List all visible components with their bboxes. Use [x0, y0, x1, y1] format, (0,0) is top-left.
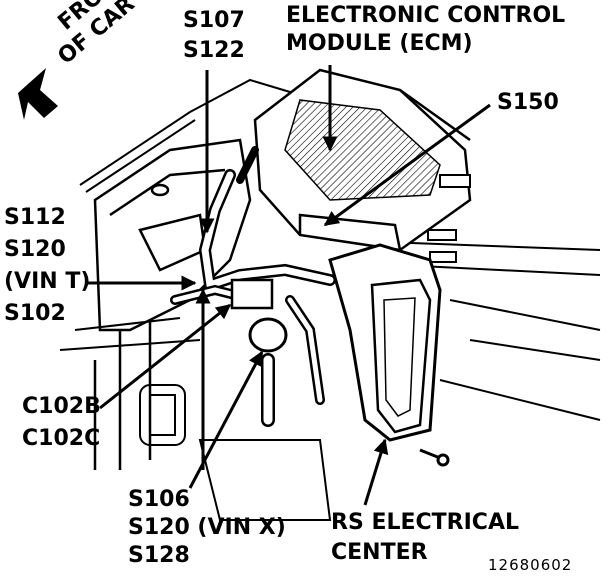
s107-label: S107 [183, 8, 245, 33]
leader-arrows [88, 65, 491, 506]
rs-label-line-1: RS ELECTRICAL [331, 510, 519, 535]
ecm-label-line-2: MODULE (ECM) [286, 31, 473, 56]
s128-label: S128 [128, 543, 190, 568]
arrow-rs-center [363, 438, 389, 506]
c102-label-group: C102B C102C [22, 396, 101, 450]
s102-label: S102 [4, 301, 66, 326]
arrow-s106 [188, 350, 264, 489]
arrow-s150 [323, 103, 491, 227]
s112-label-group: S112 S120 (VIN T) S102 [4, 207, 90, 325]
vin-t-label: (VIN T) [4, 269, 91, 294]
s120-vin-x-label: S120 (VIN X) [128, 515, 286, 540]
s122-label: S122 [183, 38, 245, 63]
s106-label: S106 [128, 487, 190, 512]
s150-label: S150 [497, 90, 559, 115]
s107-label-group: S107 S122 [183, 10, 245, 62]
rs-electrical-center-label: RS ELECTRICAL CENTER [331, 512, 519, 564]
wiring-harness [170, 146, 336, 427]
rs-label-line-2: CENTER [331, 540, 428, 565]
front-of-car-arrow-icon [18, 68, 58, 120]
s112-label: S112 [4, 205, 66, 230]
strut-tower [93, 138, 252, 470]
ecm-label: ELECTRONIC CONTROL MODULE (ECM) [286, 5, 565, 55]
figure-number: 12680602 [488, 556, 573, 574]
arrow-c102 [99, 303, 232, 410]
c102c-label: C102C [22, 426, 101, 451]
c102b-label: C102B [22, 394, 101, 419]
s120-label: S120 [4, 237, 66, 262]
ecm-label-line-1: ELECTRONIC CONTROL [286, 3, 566, 28]
rs-electrical-center [328, 243, 450, 467]
lower-component [139, 384, 332, 521]
ecm-module [253, 68, 472, 263]
s106-label-group: S106 S120 (VIN X) S128 [128, 489, 286, 567]
